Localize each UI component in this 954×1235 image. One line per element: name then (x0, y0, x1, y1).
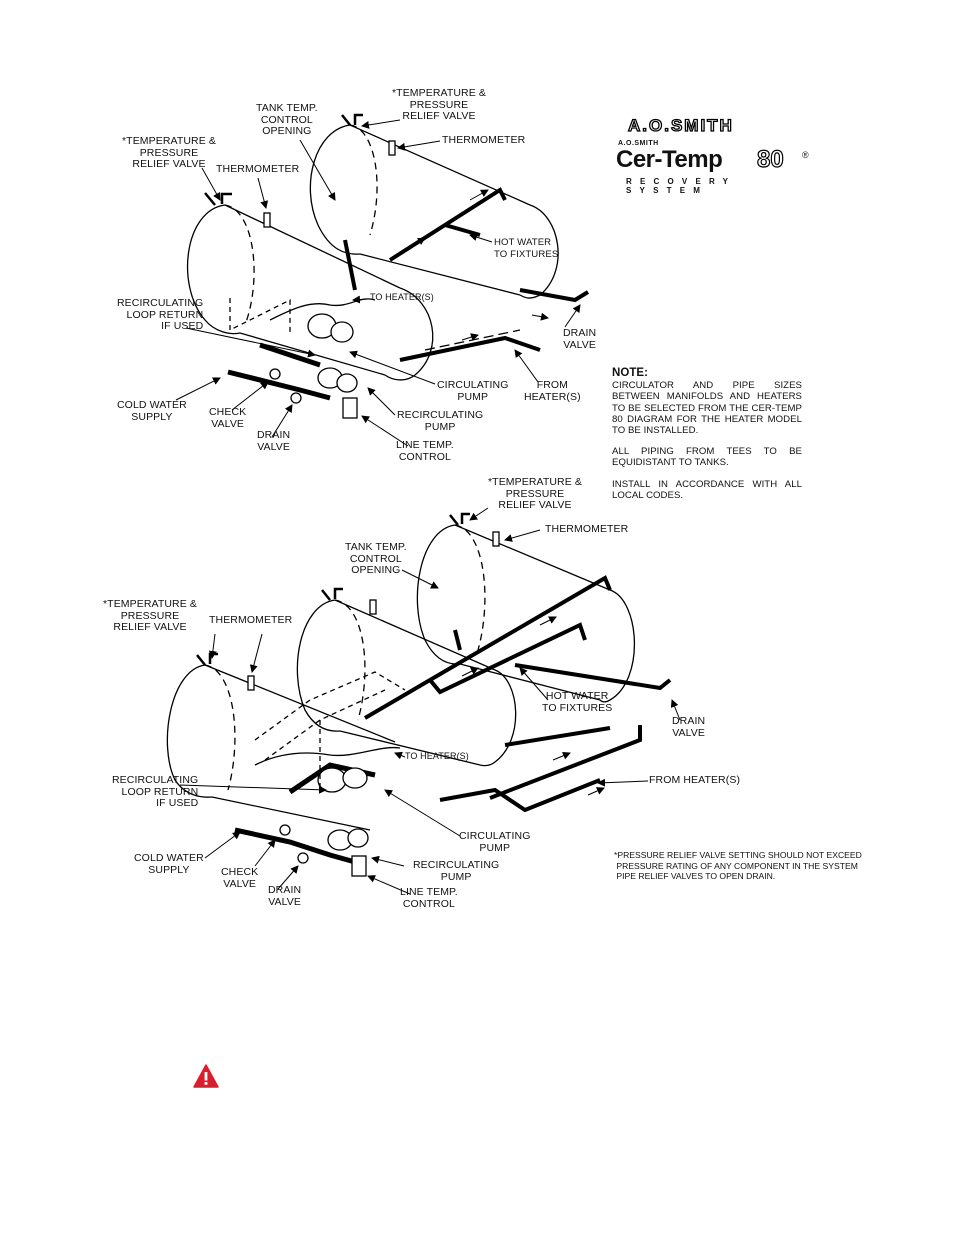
top-to-heaters-label: TO HEATER(S) (370, 292, 434, 302)
top-recirc-loop-label: RECIRCULATING LOOP RETURN IF USED (117, 297, 204, 333)
bottom-diagram (166, 507, 681, 895)
product-name: Cer-Temp (616, 146, 723, 173)
top-rear-tank (309, 124, 559, 299)
top-front-tank (186, 204, 434, 381)
bottom-recirc-pump-label: RECIRCULATING PUMP (413, 859, 500, 883)
bottom-tp-valve-label-left: *TEMPERATURE & PRESSURE RELIEF VALVE (103, 598, 197, 634)
ao-smith-brand: A.O.SMITH (627, 115, 734, 135)
top-hot-water-label: HOT WATER TO FIXTURES (494, 237, 559, 260)
top-drain-valve-label-right: DRAIN VALVE (563, 327, 597, 351)
pressure-relief-footnote: *PRESSURE RELIEF VALVE SETTING SHOULD NO… (614, 850, 862, 882)
bottom-cold-water-label: COLD WATER SUPPLY (134, 852, 204, 876)
top-circulating-pump-label: CIRCULATING PUMP (437, 379, 509, 403)
top-recirc-pump-label: RECIRCULATING PUMP (397, 409, 484, 433)
bottom-to-heaters-label: TO HEATER(S) (405, 751, 469, 761)
note-paragraph-3: INSTALL IN ACCORDANCE WITH ALL LOCAL COD… (612, 478, 802, 501)
bottom-hot-water-label: HOT WATER TO FIXTURES (542, 690, 613, 714)
note-paragraph-1: CIRCULATOR AND PIPE SIZES BETWEEN MANIFO… (612, 380, 802, 437)
cer-temp-logo: A.O.SMITH A.O.SMITH Cer-Temp 80 ® RECOVE… (614, 110, 824, 200)
note-block: NOTE: CIRCULATOR AND PIPE SIZES BETWEEN … (612, 367, 802, 511)
top-tp-valve-label-left: *TEMPERATURE & PRESSURE RELIEF VALVE (122, 135, 216, 171)
bottom-tank-temp-control-label: TANK TEMP. CONTROL OPENING (345, 541, 407, 577)
top-line-temp-label: LINE TEMP. CONTROL (396, 439, 454, 463)
bottom-front-tank (166, 664, 396, 831)
bottom-thermometer-label-top: THERMOMETER (545, 523, 629, 535)
tagline: RECOVERY SYSTEM (626, 177, 737, 195)
top-tank-temp-control-label: TANK TEMP. CONTROL OPENING (256, 102, 318, 138)
warning-triangle-icon (193, 1064, 219, 1088)
top-drain-valve-label-left: DRAIN VALVE (257, 429, 291, 453)
top-tp-valve-label-right: *TEMPERATURE & PRESSURE RELIEF VALVE (392, 87, 486, 123)
top-check-valve-label: CHECK VALVE (209, 406, 247, 430)
note-paragraph-2: ALL PIPING FROM TEES TO BE EQUIDISTANT T… (612, 446, 802, 469)
top-from-heaters-label: FROM HEATER(S) (524, 379, 581, 403)
registered-mark: ® (802, 150, 809, 160)
bottom-check-valve-label: CHECK VALVE (221, 866, 259, 890)
top-thermometer-label-right: THERMOMETER (442, 134, 526, 146)
top-diagram (175, 113, 590, 447)
bottom-tp-valve-label-top: *TEMPERATURE & PRESSURE RELIEF VALVE (488, 476, 582, 512)
bottom-circulating-pump-label: CIRCULATING PUMP (459, 830, 531, 854)
top-thermometer-label-left: THERMOMETER (216, 163, 300, 175)
ao-smith-small: A.O.SMITH (618, 140, 659, 147)
bottom-from-heaters-label: FROM HEATER(S) (649, 774, 741, 786)
note-heading: NOTE: (612, 367, 649, 379)
bottom-middle-tank (296, 599, 517, 767)
bottom-thermometer-label-left: THERMOMETER (209, 614, 293, 626)
top-cold-water-label: COLD WATER SUPPLY (117, 399, 187, 423)
bottom-line-temp-label: LINE TEMP. CONTROL (400, 886, 458, 910)
product-number: 80 (756, 145, 784, 173)
bottom-recirc-loop-label: RECIRCULATING LOOP RETURN IF USED (112, 774, 199, 810)
bottom-drain-valve-label-left: DRAIN VALVE (268, 884, 302, 908)
bottom-drain-valve-label-right: DRAIN VALVE (672, 715, 706, 739)
